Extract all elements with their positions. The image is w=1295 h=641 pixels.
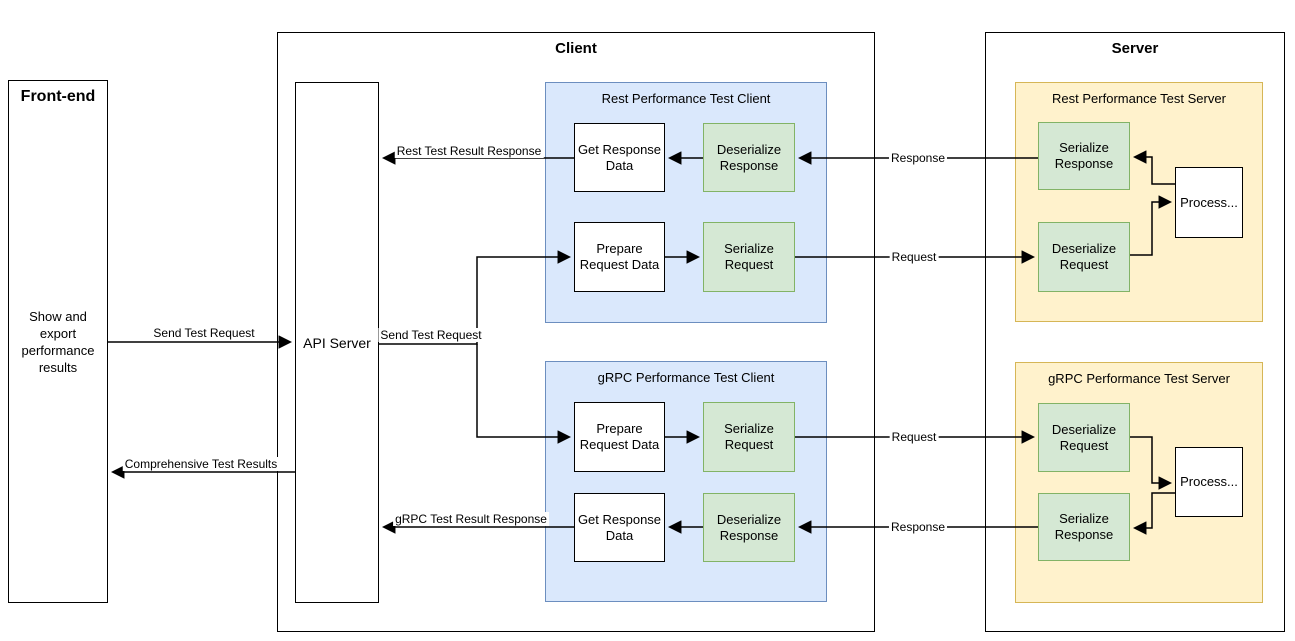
- grpc-client-serialize-request: Serialize Request: [703, 402, 795, 472]
- node-label: Deserialize Request: [1051, 241, 1117, 272]
- grpc-client-deserialize-response: Deserialize Response: [703, 493, 795, 562]
- grpc-client-get-response-data: Get Response Data: [574, 493, 665, 562]
- edge-label-grpc-test-result-response: gRPC Test Result Response: [393, 512, 549, 526]
- grpc-client-group-title: gRPC Performance Test Client: [597, 370, 775, 385]
- grpc-client-group: gRPC Performance Test Client: [545, 361, 827, 602]
- edge-label-grpc-response: Response: [888, 520, 948, 534]
- edge-label-send-test-request-api: Send Test Request: [378, 328, 484, 342]
- grpc-client-prepare-request-data: Prepare Request Data: [574, 402, 665, 472]
- client-title: Client: [555, 40, 597, 57]
- api-server-label: API Server: [303, 334, 371, 351]
- rest-client-deserialize-response: Deserialize Response: [703, 123, 795, 192]
- edge-label-comprehensive-test-results: Comprehensive Test Results: [122, 457, 280, 471]
- edge-label-rest-request: Request: [889, 250, 939, 264]
- frontend-title: Front-end: [20, 88, 96, 105]
- node-label: Serialize Response: [1054, 511, 1114, 542]
- edge-label-rest-response: Response: [888, 151, 948, 165]
- rest-server-process: Process...: [1175, 167, 1243, 238]
- grpc-server-group-title: gRPC Performance Test Server: [1048, 371, 1230, 386]
- rest-server-deserialize-request: Deserialize Request: [1038, 222, 1130, 292]
- edge-label-grpc-request: Request: [889, 430, 939, 444]
- grpc-server-process: Process...: [1175, 447, 1243, 517]
- rest-client-get-response-data: Get Response Data: [574, 123, 665, 192]
- frontend-description: Show and export performance results: [21, 308, 95, 375]
- grpc-server-serialize-response: Serialize Response: [1038, 493, 1130, 561]
- node-label: Process...: [1180, 194, 1238, 210]
- node-label: Prepare Request Data: [579, 421, 660, 452]
- frontend-box: Front-end Show and export performance re…: [8, 80, 108, 603]
- rest-client-prepare-request-data: Prepare Request Data: [574, 222, 665, 292]
- rest-client-group-title: Rest Performance Test Client: [601, 91, 771, 106]
- node-label: Process...: [1180, 474, 1238, 489]
- rest-server-group-title: Rest Performance Test Server: [1052, 91, 1226, 106]
- node-label: Deserialize Request: [1051, 421, 1117, 453]
- edge-label-send-test-request-frontend: Send Test Request: [151, 326, 257, 340]
- node-label: Deserialize Response: [716, 511, 782, 543]
- node-label: Serialize Request: [724, 241, 774, 272]
- node-label: Get Response Data: [577, 511, 662, 543]
- node-label: Deserialize Response: [716, 141, 782, 173]
- grpc-server-deserialize-request: Deserialize Request: [1038, 403, 1130, 472]
- server-title: Server: [1111, 40, 1159, 57]
- api-server-box: API Server: [295, 82, 379, 603]
- rest-client-serialize-request: Serialize Request: [703, 222, 795, 292]
- node-label: Serialize Response: [1054, 140, 1114, 171]
- rest-server-serialize-response: Serialize Response: [1038, 122, 1130, 190]
- node-label: Serialize Request: [724, 421, 774, 452]
- node-label: Get Response Data: [577, 141, 662, 173]
- node-label: Prepare Request Data: [579, 241, 660, 272]
- edge-label-rest-test-result-response: Rest Test Result Response: [394, 144, 544, 158]
